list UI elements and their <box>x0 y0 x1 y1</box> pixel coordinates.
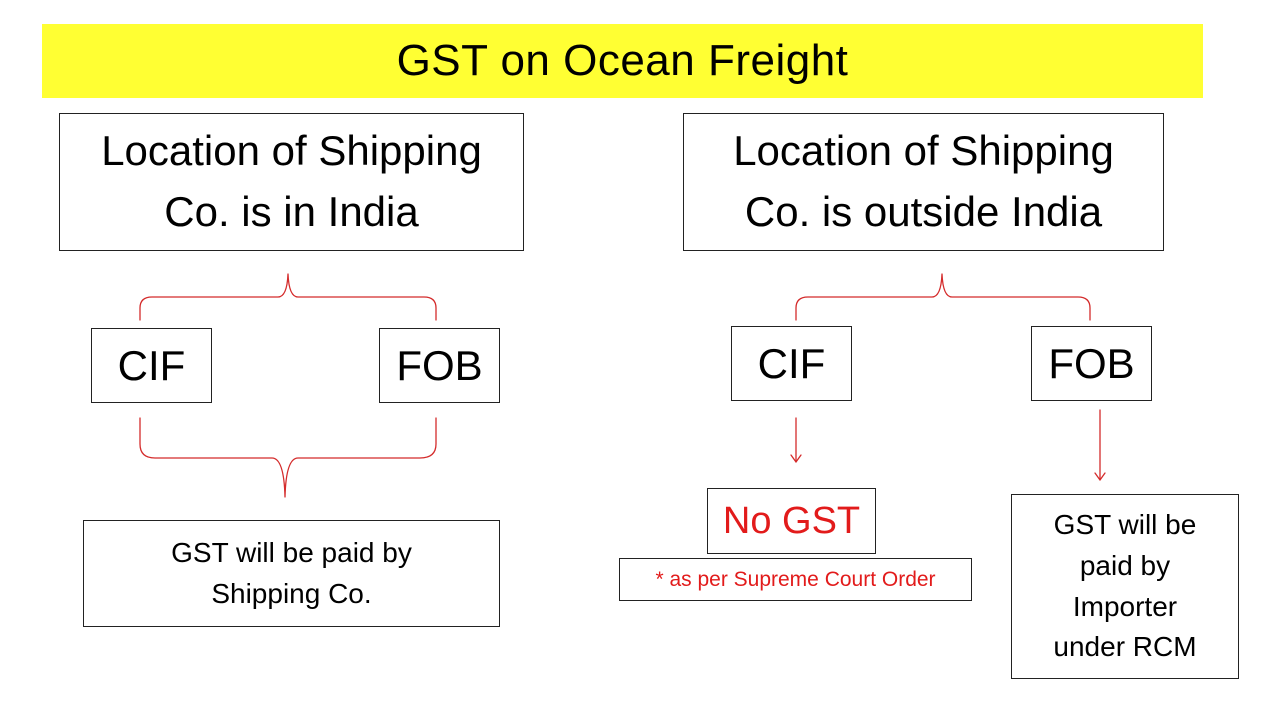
right-fob-result-line1: GST will be <box>1053 509 1197 541</box>
no-gst-label: No GST <box>722 499 861 542</box>
left-cif-label: CIF <box>117 341 186 389</box>
right-cif-box: CIF <box>731 326 852 401</box>
left-heading-box: Location of Shipping Co. is in India <box>59 113 524 251</box>
left-result-line1: GST will be paid by <box>171 536 412 568</box>
right-fob-result-box: GST will be paid by Importer under RCM <box>1011 494 1239 679</box>
no-gst-box: No GST <box>707 488 876 554</box>
left-fob-label: FOB <box>396 341 483 389</box>
right-split-brace <box>795 273 1091 321</box>
left-merge-brace <box>139 417 437 498</box>
left-split-brace <box>139 273 437 321</box>
left-heading-line2: Co. is in India <box>164 188 419 235</box>
court-order-note: * as per Supreme Court Order <box>619 558 972 601</box>
left-result-line2: Shipping Co. <box>211 577 372 609</box>
page-title: GST on Ocean Freight <box>396 36 849 85</box>
right-fob-result-line3: Importer <box>1072 590 1178 622</box>
right-fob-label: FOB <box>1048 339 1135 387</box>
right-fob-box: FOB <box>1031 326 1152 401</box>
court-order-note-text: * as per Supreme Court Order <box>655 567 936 591</box>
fob-arrow <box>1094 409 1106 481</box>
title-banner: GST on Ocean Freight <box>42 24 1203 98</box>
left-fob-box: FOB <box>379 328 500 403</box>
left-cif-box: CIF <box>91 328 212 403</box>
cif-arrow <box>790 417 802 463</box>
right-cif-label: CIF <box>757 339 826 387</box>
left-heading-line1: Location of Shipping <box>101 127 482 175</box>
left-result-box: GST will be paid by Shipping Co. <box>83 520 500 627</box>
right-fob-result-line2: paid by <box>1079 549 1171 581</box>
right-heading-box: Location of Shipping Co. is outside Indi… <box>683 113 1164 251</box>
right-heading-line1: Location of Shipping <box>733 127 1114 175</box>
right-heading-line2: Co. is outside India <box>744 188 1103 235</box>
right-fob-result-line4: under RCM <box>1053 631 1197 663</box>
